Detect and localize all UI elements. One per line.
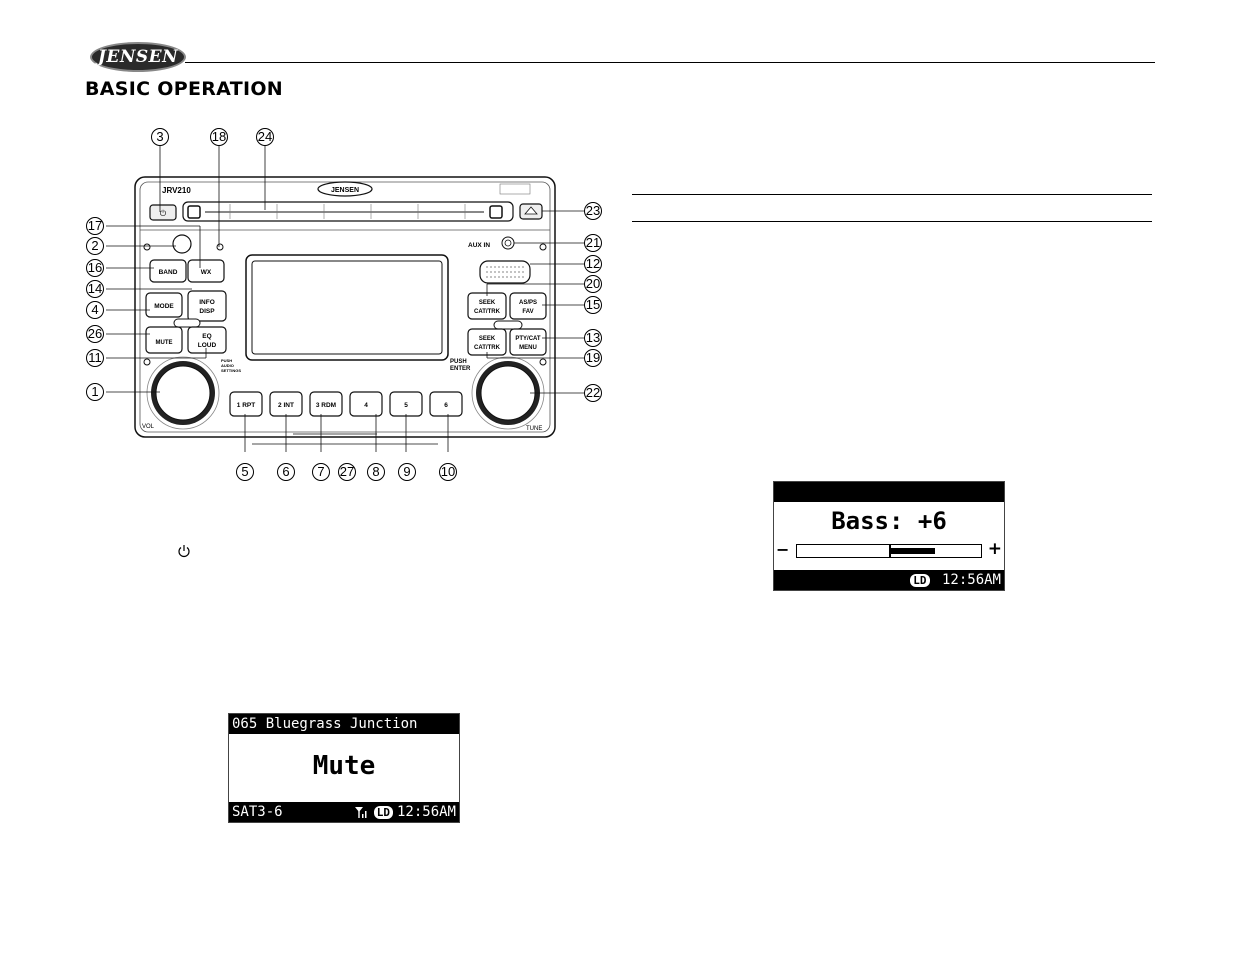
callout-8: 8 xyxy=(367,463,385,481)
callout-15: 15 xyxy=(584,296,602,314)
callout-10: 10 xyxy=(439,463,457,481)
right-rule-bottom xyxy=(632,221,1152,222)
sd-card-icon xyxy=(479,260,531,284)
callout-22: 22 xyxy=(584,384,602,402)
lcd-channel-bar: 065 Bluegrass Junction xyxy=(229,714,459,734)
callout-16: 16 xyxy=(86,259,104,277)
page-title: BASIC OPERATION xyxy=(85,78,283,100)
svg-text:SEEK: SEEK xyxy=(479,336,496,342)
svg-text:⏻: ⏻ xyxy=(160,209,167,218)
signal-icon xyxy=(354,807,367,818)
svg-text:FAV: FAV xyxy=(522,309,533,315)
svg-text:CAT/TRK: CAT/TRK xyxy=(474,309,501,315)
lcd-time: 12:56AM xyxy=(941,572,1001,588)
callout-4: 4 xyxy=(86,301,104,319)
radio-faceplate-diagram: JRV210 JENSEN ⏻ AUX IN BAND WX MODE INFO… xyxy=(106,146,585,452)
svg-text:LOUD: LOUD xyxy=(198,342,217,349)
svg-text:1 RPT: 1 RPT xyxy=(237,402,255,409)
callout-18: 18 xyxy=(210,128,228,146)
svg-text:WX: WX xyxy=(201,269,212,276)
svg-text:CAT/TRK: CAT/TRK xyxy=(474,345,501,351)
svg-text:4: 4 xyxy=(364,402,368,409)
bass-level-fill xyxy=(889,548,935,554)
svg-text:PTY/CAT: PTY/CAT xyxy=(515,336,541,342)
callout-21: 21 xyxy=(584,234,602,252)
svg-text:MODE: MODE xyxy=(154,303,174,310)
callout-13: 13 xyxy=(584,329,602,347)
lcd-status-bar: SAT3-6 LD 12:56AM xyxy=(229,802,459,822)
lcd-status-bar: LD 12:56AM xyxy=(774,570,1004,590)
lcd-sat-label: SAT3-6 xyxy=(232,804,283,820)
svg-text:2 INT: 2 INT xyxy=(278,402,294,409)
svg-text:SEEK: SEEK xyxy=(479,300,496,306)
svg-text:PUSH: PUSH xyxy=(450,359,467,365)
callout-24: 24 xyxy=(256,128,274,146)
callout-20: 20 xyxy=(584,275,602,293)
callout-5: 5 xyxy=(236,463,254,481)
ld-badge: LD xyxy=(373,805,393,819)
bass-level-bar xyxy=(796,544,982,558)
ld-badge: LD xyxy=(910,573,930,587)
right-rule-top xyxy=(632,194,1152,195)
lcd-top-bar xyxy=(774,482,1004,502)
lcd-time: 12:56AM xyxy=(396,804,456,820)
lcd-mute-text: Mute xyxy=(312,751,376,781)
svg-text:VOL: VOL xyxy=(142,424,155,430)
svg-text:SETTINGS: SETTINGS xyxy=(221,368,241,373)
svg-text:AS/PS: AS/PS xyxy=(519,300,537,306)
callout-11: 11 xyxy=(86,349,104,367)
callout-19: 19 xyxy=(584,349,602,367)
svg-text:ENTER: ENTER xyxy=(450,366,471,372)
svg-text:BAND: BAND xyxy=(159,269,178,276)
svg-text:AUX IN: AUX IN xyxy=(468,242,490,249)
faceplate-brand: JENSEN xyxy=(331,187,359,194)
callout-1: 1 xyxy=(86,383,104,401)
callout-26: 26 xyxy=(86,325,104,343)
svg-text:AUDIO: AUDIO xyxy=(221,363,234,368)
svg-text:MUTE: MUTE xyxy=(156,340,173,346)
svg-text:TUNE: TUNE xyxy=(526,426,542,432)
callout-17: 17 xyxy=(86,217,104,235)
callout-23: 23 xyxy=(584,202,602,220)
bass-minus: − xyxy=(776,540,790,559)
lcd-mute-screen: 065 Bluegrass Junction Mute SAT3-6 LD 12… xyxy=(228,713,460,823)
model-label: JRV210 xyxy=(162,186,191,195)
bass-plus: + xyxy=(987,539,1002,559)
jensen-logo: JENSEN xyxy=(90,42,186,72)
svg-text:6: 6 xyxy=(444,402,448,409)
callout-3: 3 xyxy=(151,128,169,146)
svg-text:MENU: MENU xyxy=(519,345,537,351)
svg-text:PUSH: PUSH xyxy=(221,358,232,363)
callout-14: 14 xyxy=(86,280,104,298)
svg-text:DISP: DISP xyxy=(199,308,215,315)
svg-text:INFO: INFO xyxy=(199,299,215,306)
callout-7: 7 xyxy=(312,463,330,481)
callout-2: 2 xyxy=(86,237,104,255)
svg-text:5: 5 xyxy=(404,402,408,409)
callout-6: 6 xyxy=(277,463,295,481)
lcd-bass-text: Bass: +6 xyxy=(831,507,947,535)
lcd-bass-screen: Bass: +6 − + LD 12:56AM xyxy=(773,481,1005,591)
power-icon xyxy=(178,545,190,558)
svg-text:EQ: EQ xyxy=(202,333,211,340)
callout-9: 9 xyxy=(398,463,416,481)
callout-12: 12 xyxy=(584,255,602,273)
callout-27: 27 xyxy=(338,463,356,481)
header-rule xyxy=(185,62,1155,63)
svg-text:3 RDM: 3 RDM xyxy=(316,402,336,409)
